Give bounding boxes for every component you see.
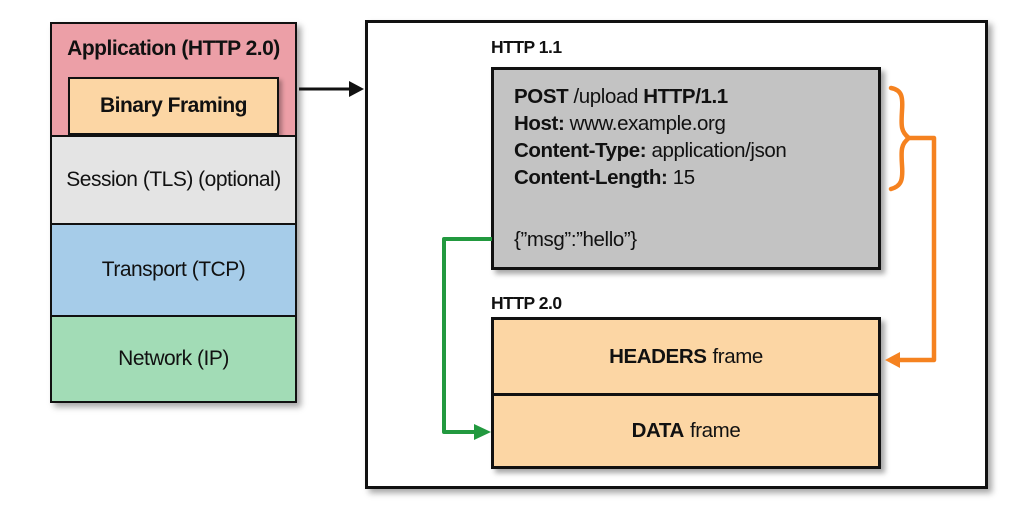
request-body: {”msg”:”hello”}: [514, 228, 637, 251]
layer-application: Application (HTTP 2.0) Binary Framing: [52, 24, 295, 135]
header-value: application/json: [646, 139, 787, 162]
request-method: POST: [514, 85, 569, 108]
http11-section-label: HTTP 1.1: [491, 37, 562, 57]
layer-transport-label: Transport (TCP): [101, 258, 246, 281]
header-value: www.example.org: [564, 112, 726, 135]
layer-network: Network (IP): [52, 315, 295, 401]
request-path: /upload: [568, 85, 644, 108]
headers-frame-label-bold: HEADERS: [609, 344, 707, 368]
protocol-stack: Application (HTTP 2.0) Binary Framing Se…: [50, 22, 297, 403]
request-line: Host: www.example.org: [514, 110, 868, 137]
header-key: Host:: [514, 112, 565, 135]
data-frame-label: frame: [689, 419, 741, 442]
layer-application-label: Application (HTTP 2.0): [67, 37, 280, 60]
header-key: Content-Type:: [514, 139, 647, 162]
request-version: HTTP/1.1: [643, 85, 728, 108]
request-line: POST /upload HTTP/1.1: [514, 83, 868, 110]
layer-session: Session (TLS) (optional): [52, 135, 295, 223]
request-line: Content-Length: 15: [514, 164, 868, 191]
data-frame-label-bold: DATA: [631, 419, 685, 442]
http20-section-label: HTTP 2.0: [491, 293, 562, 313]
layer-session-label: Session (TLS) (optional): [66, 168, 281, 191]
headers-frame-label: frame: [712, 344, 764, 368]
http11-request-box: POST /upload HTTP/1.1 Host: www.example.…: [491, 67, 881, 270]
layer-network-label: Network (IP): [118, 347, 229, 370]
layer-transport: Transport (TCP): [52, 223, 295, 315]
stack-to-panel-arrow: [299, 81, 364, 97]
layer-binary-framing-label: Binary Framing: [99, 94, 248, 117]
layer-binary-framing: Binary Framing: [68, 77, 279, 135]
header-key: Content-Length:: [514, 166, 668, 189]
header-value: 15: [667, 166, 695, 189]
request-line: Content-Type: application/json: [514, 137, 868, 164]
